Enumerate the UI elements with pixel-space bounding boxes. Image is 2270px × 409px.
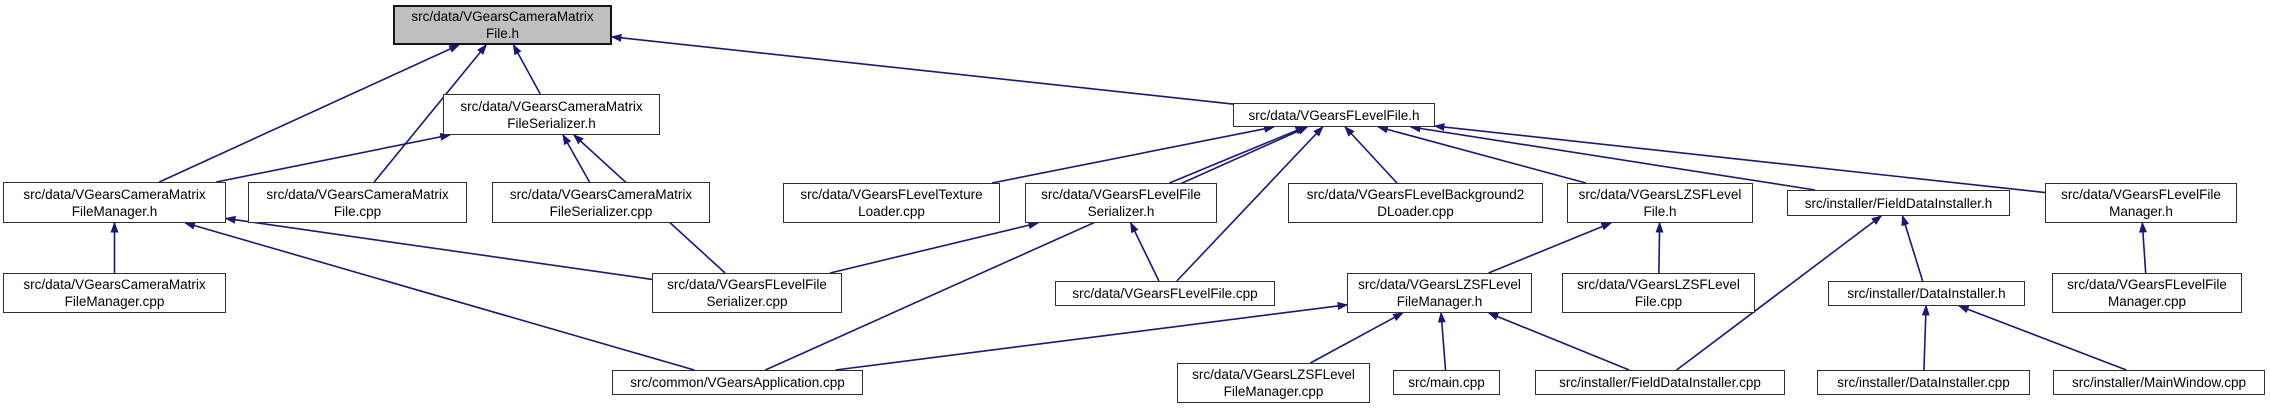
graph-node-flfm_cpp[interactable]: src/data/VGearsFLevelFile Manager.cpp — [2052, 273, 2242, 313]
graph-node-cmfs_cpp[interactable]: src/data/VGearsCameraMatrix FileSerializ… — [492, 182, 710, 223]
graph-node-cmfm_cpp[interactable]: src/data/VGearsCameraMatrix FileManager.… — [3, 273, 226, 313]
dependency-edge-flf_cpp-to-flfs_h — [1130, 221, 1160, 282]
dependency-edge-app_cpp-to-flf_h — [765, 126, 1309, 371]
dependency-edge-lzs_h-to-flf_h — [1377, 125, 1587, 184]
dependency-edge-cmfs_h-to-cmf_h — [512, 43, 541, 95]
graph-node-fdi_h[interactable]: src/installer/FieldDataInstaller.h — [1787, 190, 2010, 216]
dependency-edge-flfs_cpp-to-flfs_h — [829, 221, 1040, 274]
graph-node-lzsfm_cpp[interactable]: src/data/VGearsLZSFLevel FileManager.cpp — [1177, 363, 1370, 403]
dependency-edge-flfs_h-to-flf_h — [1169, 126, 1307, 184]
dependency-edge-fdi_h-to-flf_h — [1409, 124, 1816, 191]
graph-node-fdi_cpp[interactable]: src/installer/FieldDataInstaller.cpp — [1535, 370, 1785, 395]
graph-node-flfs_cpp[interactable]: src/data/VGearsFLevelFile Serializer.cpp — [652, 273, 842, 313]
dependency-edge-flb2d_cpp-to-flf_h — [1344, 125, 1398, 184]
graph-node-flf_h[interactable]: src/data/VGearsFLevelFile.h — [1233, 103, 1435, 127]
dependency-edge-fltl_cpp-to-flf_h — [991, 124, 1276, 184]
dependency-edge-mw_cpp-to-di_h — [1957, 305, 2127, 371]
dependency-edge-lzs_cpp-to-lzs_h — [1655, 221, 1664, 274]
dependency-edge-flfm_h-to-flf_h — [1433, 123, 2046, 194]
graph-node-lzsfm_h[interactable]: src/data/VGearsLZSFLevel FileManager.h — [1347, 273, 1532, 313]
graph-node-di_h[interactable]: src/installer/DataInstaller.h — [1828, 281, 2025, 306]
dependency-edge-di_cpp-to-di_h — [1921, 304, 1930, 371]
dependency-edge-flf_h-to-cmf_h — [610, 33, 1234, 105]
graph-node-cmf_cpp[interactable]: src/data/VGearsCameraMatrix File.cpp — [248, 182, 467, 223]
dependency-edge-cmf_cpp-to-cmf_h — [373, 43, 488, 183]
dependency-edge-fdi_cpp-to-fdi_h — [1676, 215, 1883, 371]
graph-node-flb2d_cpp[interactable]: src/data/VGearsFLevelBackground2 DLoader… — [1288, 183, 1543, 223]
graph-node-fltl_cpp[interactable]: src/data/VGearsFLevelTexture Loader.cpp — [783, 183, 1000, 223]
graph-node-cmfm_h[interactable]: src/data/VGearsCameraMatrix FileManager.… — [3, 182, 226, 223]
dependency-edge-fdi_cpp-to-lzsfm_h — [1487, 312, 1630, 371]
graph-node-lzs_h[interactable]: src/data/VGearsLZSFLevel File.h — [1567, 183, 1753, 223]
graph-node-flfm_h[interactable]: src/data/VGearsFLevelFile Manager.h — [2045, 183, 2237, 223]
dependency-edge-cmfs_cpp-to-cmfs_h — [562, 133, 591, 183]
dependency-edge-flfs_cpp-to-cmfm_h — [224, 215, 653, 281]
dependency-edge-cmfm_h-to-cmfs_h — [216, 132, 452, 183]
graph-node-main_cpp[interactable]: src/main.cpp — [1393, 370, 1500, 395]
graph-node-mw_cpp[interactable]: src/installer/MainWindow.cpp — [2053, 370, 2265, 395]
dependency-edge-flf_cpp-to-flf_h — [1176, 125, 1324, 282]
dependency-edge-cmfm_h-to-cmf_h — [158, 44, 461, 183]
dependency-edge-app_cpp-to-lzsfm_h — [835, 302, 1349, 371]
graph-node-lzs_cpp[interactable]: src/data/VGearsLZSFLevel File.cpp — [1562, 273, 1755, 313]
graph-node-cmf_h: src/data/VGearsCameraMatrix File.h — [393, 5, 612, 45]
dependency-edge-lzsfm_cpp-to-lzsfm_h — [1310, 312, 1404, 364]
graph-node-di_cpp[interactable]: src/installer/DataInstaller.cpp — [1817, 370, 2030, 395]
dependency-edge-main_cpp-to-lzsfm_h — [1437, 311, 1447, 371]
dependency-edge-lzsfm_h-to-lzs_h — [1488, 222, 1613, 274]
graph-node-cmfs_h[interactable]: src/data/VGearsCameraMatrix FileSerializ… — [443, 94, 660, 135]
dependency-edge-flfm_cpp-to-flfm_h — [2138, 221, 2147, 274]
graph-node-app_cpp[interactable]: src/common/VGearsApplication.cpp — [612, 370, 863, 395]
dependency-edge-app_cpp-to-cmfm_h — [184, 221, 695, 371]
graph-node-flfs_h[interactable]: src/data/VGearsFLevelFile Serializer.h — [1025, 183, 1217, 223]
graph-node-flf_cpp[interactable]: src/data/VGearsFLevelFile.cpp — [1055, 281, 1275, 306]
dependency-edge-di_h-to-fdi_h — [1901, 214, 1924, 282]
